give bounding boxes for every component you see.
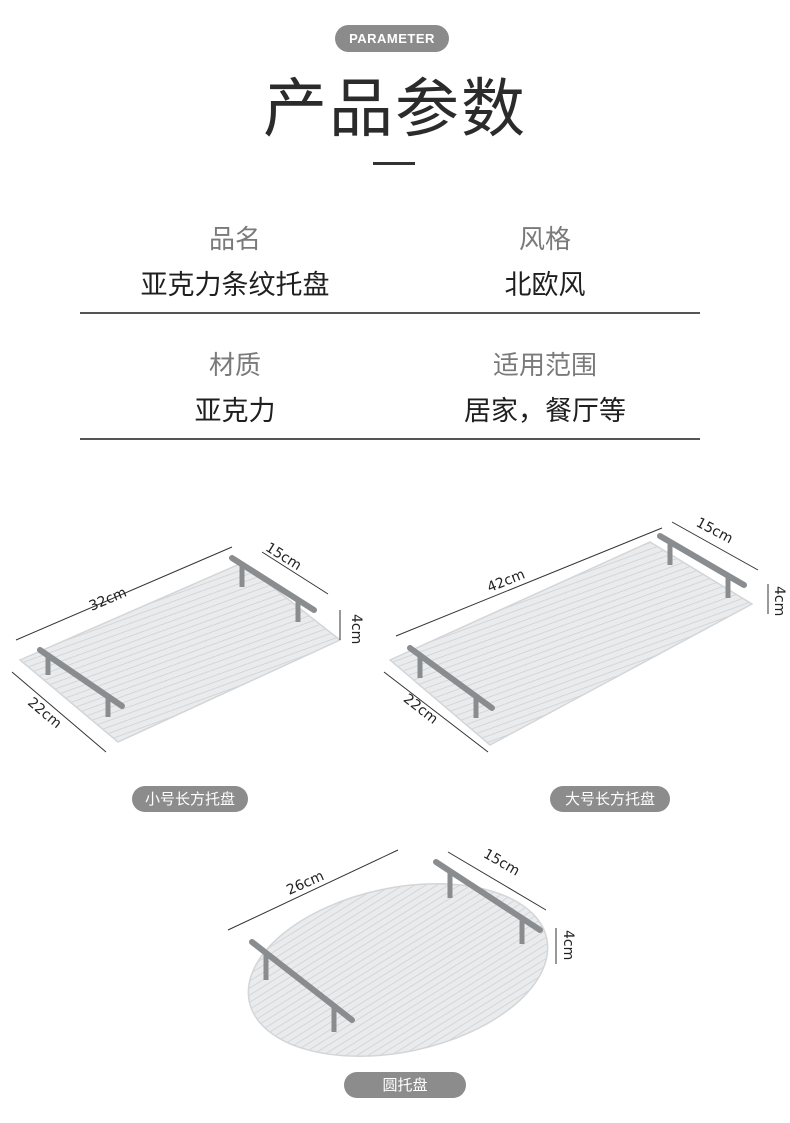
large-tray-handle-length-label: 15cm <box>693 515 735 548</box>
param-row-2: 材质 亚克力 适用范围 居家，餐厅等 <box>80 346 700 472</box>
page-title: 产品参数 <box>263 73 527 147</box>
dimension-line <box>11 671 107 753</box>
param-label: 品名 <box>208 225 261 255</box>
parameter-badge: PARAMETER <box>335 25 449 52</box>
round-tray-caption: 圆托盘 <box>344 1072 466 1098</box>
dimension-line <box>227 849 399 931</box>
large-tray-handle-right <box>657 533 747 588</box>
large-tray-handle-height-label: 4cm <box>771 586 787 616</box>
dimension-line <box>15 546 233 641</box>
dimension-line <box>261 551 329 595</box>
small-tray-handle-left <box>37 647 125 709</box>
param-cell-name: 品名 亚克力条纹托盘 <box>80 220 390 308</box>
dimension-line <box>383 671 489 753</box>
param-label: 材质 <box>208 351 261 381</box>
param-value: 亚克力条纹托盘 <box>140 270 330 301</box>
param-value: 居家，餐厅等 <box>464 396 626 427</box>
large-tray-illustration: 42cm 22cm 15cm 4cm <box>383 515 787 753</box>
title-underline <box>373 162 415 165</box>
param-label: 适用范围 <box>492 351 597 381</box>
param-cell-style: 风格 北欧风 <box>390 220 700 308</box>
small-tray-caption: 小号长方托盘 <box>132 786 248 812</box>
param-cell-material: 材质 亚克力 <box>80 346 390 434</box>
round-tray-illustration: 26cm 15cm 4cm <box>227 846 576 1057</box>
param-value: 亚克力 <box>194 396 276 427</box>
small-tray-handle-length-label: 15cm <box>262 540 304 574</box>
round-tray-body <box>247 883 549 1057</box>
param-label: 风格 <box>518 225 571 255</box>
large-tray-body <box>388 541 754 746</box>
small-tray-handle-height-label: 4cm <box>348 614 364 644</box>
dimension-line <box>447 851 547 911</box>
param-value: 北欧风 <box>504 270 586 301</box>
small-tray-length-label: 32cm <box>87 585 129 615</box>
row-divider <box>80 438 700 440</box>
small-tray-illustration: 32cm 22cm 15cm 4cm <box>11 540 364 753</box>
dimension-line <box>395 527 663 637</box>
large-tray-caption: 大号长方托盘 <box>550 786 670 812</box>
param-cell-scope: 适用范围 居家，餐厅等 <box>390 346 700 434</box>
row-divider <box>80 312 700 314</box>
small-tray-body <box>18 562 342 743</box>
dimension-line <box>671 521 759 571</box>
round-tray-handle-height-label: 4cm <box>560 930 576 960</box>
param-row-1: 品名 亚克力条纹托盘 风格 北欧风 <box>80 220 700 346</box>
parameter-table: 品名 亚克力条纹托盘 风格 北欧风 材质 亚克力 适用范围 居家，餐厅等 <box>80 220 700 472</box>
